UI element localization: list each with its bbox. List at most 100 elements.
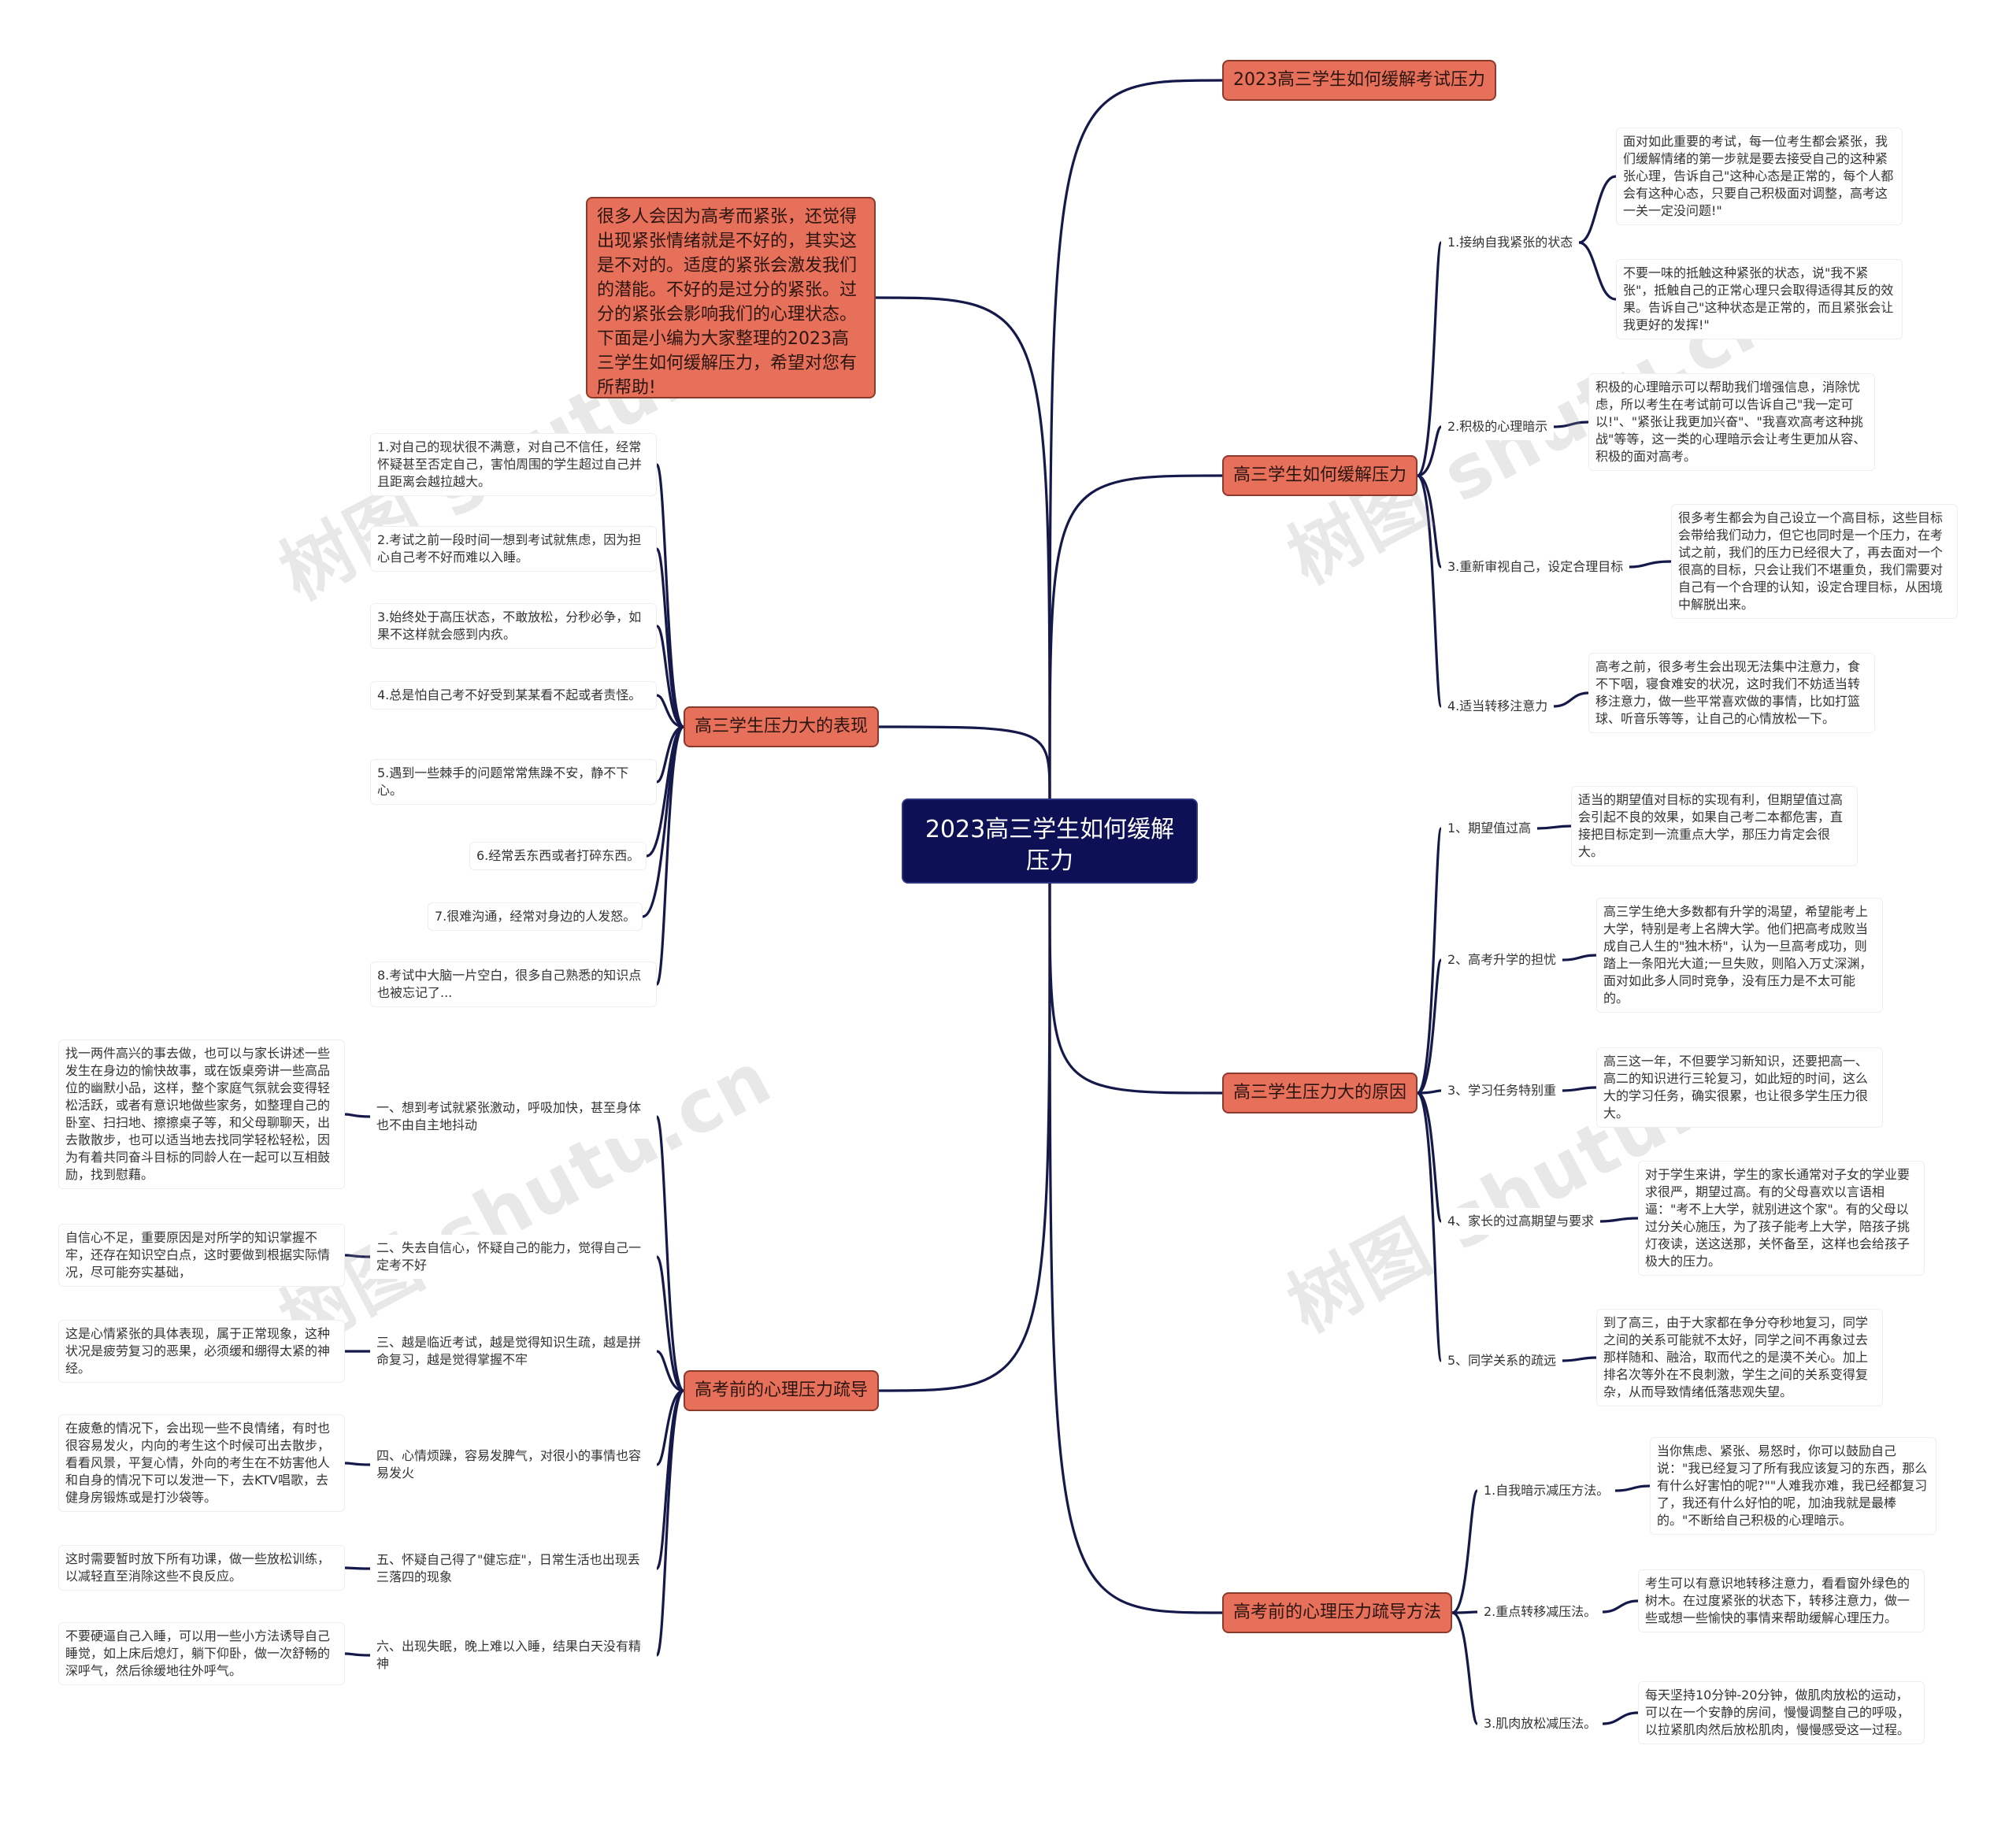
branch-pressure[interactable]: 高考前的心理压力疏导 — [684, 1370, 880, 1411]
link-branch-pressure-pressure-item-2 — [655, 1255, 685, 1392]
link-branch-symptoms-symptom-8 — [655, 725, 685, 986]
symptom-5: 5.遇到一些棘手的问题常常焦躁不安，静不下心。 — [370, 759, 657, 805]
link-relieve-item-1-relieve-leaf-1b — [1577, 241, 1618, 301]
link-branch-pressure-pressure-item-1 — [655, 1115, 685, 1392]
link-branch-relieve-relieve-item-4 — [1416, 474, 1443, 708]
reasons-leaf-5: 到了高三，由于大家都在争分夺秒地复习，同学之间的关系可能就不太好，同学之间不再象… — [1596, 1309, 1883, 1406]
link-root-branch-reasons — [1048, 882, 1224, 1095]
pressure-leaf-4: 在疲惫的情况下，会出现一些不良情绪，有时也很容易发火，内向的考生这个时候可出去散… — [58, 1414, 345, 1512]
reasons-item-2[interactable]: 2、高考升学的担忧 — [1441, 947, 1563, 973]
branch-symptoms[interactable]: 高三学生压力大的表现 — [684, 706, 880, 747]
pressure-item-6[interactable]: 六、出现失眠，晚上难以入睡，结果白天没有精神 — [370, 1633, 657, 1677]
reasons-item-1[interactable]: 1、期望值过高 — [1441, 815, 1538, 842]
branch-relieve[interactable]: 高三学生如何缓解压力 — [1222, 455, 1418, 496]
link-branch-relieve-relieve-item-1 — [1416, 241, 1443, 477]
relieve-leaf-1a: 面对如此重要的考试，每一位考生都会紧张，我们缓解情绪的第一步就是要去接受自己的这… — [1616, 128, 1903, 225]
root-topic[interactable]: 2023高三学生如何缓解压力 — [902, 798, 1198, 884]
link-root-intro-note — [874, 296, 1051, 800]
link-root-branch-exam — [1048, 79, 1224, 800]
methods-leaf-2: 考生可以有意识地转移注意力，看看窗外绿色的树木。在过度紧张的状态下，转移注意力，… — [1638, 1569, 1925, 1632]
link-branch-reasons-reasons-item-3 — [1416, 1089, 1443, 1095]
symptom-6: 6.经常丢东西或者打碎东西。 — [469, 842, 647, 870]
intro-note[interactable]: 很多人会因为高考而紧张，还觉得出现紧张情绪就是不好的，其实这是不对的。适度的紧张… — [586, 197, 876, 398]
link-branch-reasons-reasons-item-1 — [1416, 827, 1443, 1095]
pressure-item-1[interactable]: 一、想到考试就紧张激动，呼吸加快，甚至身体也不由自主地抖动 — [370, 1095, 657, 1139]
methods-leaf-1: 当你焦虑、紧张、易怒时，你可以鼓励自己说："我已经复习了所有我应该复习的东西，那… — [1650, 1437, 1936, 1535]
link-branch-relieve-relieve-item-2 — [1416, 425, 1443, 477]
link-root-branch-relieve — [1048, 474, 1224, 800]
pressure-item-3[interactable]: 三、越是临近考试，越是觉得知识生疏，越是拼命复习，越是觉得掌握不牢 — [370, 1329, 657, 1373]
link-methods-item-2-methods-leaf-2 — [1601, 1599, 1640, 1614]
branch-methods[interactable]: 高考前的心理压力疏导方法 — [1222, 1592, 1453, 1633]
link-root-branch-symptoms — [877, 725, 1051, 800]
link-root-branch-methods — [1048, 882, 1224, 1614]
link-reasons-item-3-reasons-leaf-3 — [1561, 1086, 1598, 1092]
link-branch-reasons-reasons-item-2 — [1416, 958, 1443, 1095]
pressure-leaf-6: 不要硬逼自己入睡，可以用一些小方法诱导自己睡觉，如上床后熄灯，躺下仰卧，做一次舒… — [58, 1622, 345, 1685]
link-reasons-item-5-reasons-leaf-5 — [1561, 1356, 1598, 1362]
reasons-item-4[interactable]: 4、家长的过高期望与要求 — [1441, 1208, 1601, 1235]
reasons-leaf-4: 对于学生来讲，学生的家长通常对子女的学业要求很严，期望过高。有的父母喜欢以言语相… — [1638, 1161, 1925, 1276]
reasons-leaf-3: 高三这一年，不但要学习新知识，还要把高一、高二的知识进行三轮复习，如此短的时间，… — [1596, 1047, 1883, 1128]
relieve-item-2[interactable]: 2.积极的心理暗示 — [1441, 413, 1555, 440]
reasons-item-3[interactable]: 3、学习任务特别重 — [1441, 1077, 1563, 1104]
symptom-1: 1.对自己的现状很不满意，对自己不信任，经常怀疑甚至否定自己，害怕周围的学生超过… — [370, 433, 657, 496]
symptom-3: 3.始终处于高压状态，不敢放松，分秒必争，如果不这样就会感到内疚。 — [370, 603, 657, 649]
reasons-leaf-1: 适当的期望值对目标的实现有利，但期望值过高会引起不良的效果，如果自己考二本都危害… — [1571, 786, 1858, 866]
methods-item-3[interactable]: 3.肌肉放松减压法。 — [1477, 1710, 1603, 1737]
link-methods-item-3-methods-leaf-3 — [1601, 1711, 1640, 1725]
pressure-item-4[interactable]: 四、心情烦躁，容易发脾气，对很小的事情也容易发火 — [370, 1443, 657, 1487]
link-pressure-item-6-pressure-leaf-6 — [343, 1652, 372, 1657]
branch-reasons[interactable]: 高三学生压力大的原因 — [1222, 1073, 1418, 1113]
link-branch-symptoms-symptom-4 — [655, 694, 685, 728]
pressure-item-2[interactable]: 二、失去自信心，怀疑自己的能力，觉得自己一定考不好 — [370, 1235, 657, 1279]
link-branch-reasons-reasons-item-4 — [1416, 1091, 1443, 1223]
link-branch-methods-methods-item-1 — [1451, 1489, 1479, 1614]
link-branch-symptoms-symptom-1 — [655, 463, 685, 728]
pressure-leaf-3: 这是心情紧张的具体表现，属于正常现象，这种状况是疲劳复习的恶果，必须缓和绷得太紧… — [58, 1320, 345, 1383]
link-methods-item-1-methods-leaf-1 — [1614, 1484, 1651, 1492]
link-branch-symptoms-symptom-3 — [655, 624, 685, 728]
pressure-item-5[interactable]: 五、怀疑自己得了"健忘症"，日常生活也出现丢三落四的现象 — [370, 1547, 657, 1591]
link-pressure-item-4-pressure-leaf-4 — [343, 1462, 372, 1466]
relieve-item-3[interactable]: 3.重新审视自己，设定合理目标 — [1441, 554, 1630, 580]
relieve-leaf-3: 很多考生都会为自己设立一个高目标，这些目标会带给我们动力，但它也同时是一个压力，… — [1671, 504, 1958, 619]
branch-exam[interactable]: 2023高三学生如何缓解考试压力 — [1222, 60, 1496, 101]
link-branch-reasons-reasons-item-5 — [1416, 1091, 1443, 1362]
link-reasons-item-1-reasons-leaf-1 — [1536, 824, 1573, 830]
link-pressure-item-2-pressure-leaf-2 — [343, 1254, 372, 1258]
link-branch-methods-methods-item-3 — [1451, 1611, 1479, 1725]
link-reasons-item-2-reasons-leaf-2 — [1561, 954, 1598, 962]
link-branch-symptoms-symptom-2 — [655, 547, 685, 728]
reasons-item-5[interactable]: 5、同学关系的疏远 — [1441, 1347, 1563, 1374]
reasons-leaf-2: 高三学生绝大多数都有升学的渴望，希望能考上大学，特别是考上名牌大学。他们把高考成… — [1596, 898, 1883, 1013]
link-branch-pressure-pressure-item-3 — [655, 1350, 685, 1392]
link-pressure-item-5-pressure-leaf-5 — [343, 1566, 372, 1570]
link-pressure-item-1-pressure-leaf-1 — [343, 1113, 372, 1118]
methods-item-1[interactable]: 1.自我暗示减压方法。 — [1477, 1477, 1616, 1504]
methods-leaf-3: 每天坚持10分钟-20分钟，做肌肉放松的运动，可以在一个安静的房间，慢慢调整自己… — [1638, 1681, 1925, 1744]
relieve-leaf-4: 高考之前，很多考生会出现无法集中注意力，食不下咽，寝食难安的状况，这时我们不妨适… — [1588, 653, 1875, 733]
link-relieve-item-1-relieve-leaf-1a — [1577, 175, 1618, 244]
link-relieve-item-4-relieve-leaf-4 — [1552, 691, 1590, 708]
pressure-leaf-5: 这时需要暂时放下所有功课，做一些放松训练，以减轻直至消除这些不良反应。 — [58, 1545, 345, 1591]
symptom-2: 2.考试之前一段时间一想到考试就焦虑，因为担心自己考不好而难以入睡。 — [370, 526, 657, 572]
symptom-4: 4.总是怕自己考不好受到某某看不起或者责怪。 — [370, 681, 657, 710]
methods-item-2[interactable]: 2.重点转移减压法。 — [1477, 1599, 1603, 1625]
link-reasons-item-4-reasons-leaf-4 — [1599, 1217, 1640, 1223]
link-root-branch-pressure — [877, 882, 1051, 1392]
link-relieve-item-2-relieve-leaf-2 — [1552, 421, 1590, 428]
symptom-7: 7.很难沟通，经常对身边的人发怒。 — [428, 902, 643, 931]
relieve-item-4[interactable]: 4.适当转移注意力 — [1441, 693, 1555, 720]
link-branch-pressure-pressure-item-4 — [655, 1389, 685, 1466]
relieve-item-1[interactable]: 1.接纳自我紧张的状态 — [1441, 229, 1580, 256]
link-branch-methods-methods-item-2 — [1451, 1610, 1479, 1614]
pressure-leaf-2: 自信心不足，重要原因是对所学的知识掌握不牢，还存在知识空白点，这时要做到根据实际… — [58, 1224, 345, 1287]
relieve-leaf-2: 积极的心理暗示可以帮助我们增强信息，消除忧虑，所以考生在考试前可以告诉自己"我一… — [1588, 373, 1875, 471]
symptom-8: 8.考试中大脑一片空白，很多自己熟悉的知识点也被忘记了... — [370, 962, 657, 1007]
link-relieve-item-3-relieve-leaf-3 — [1628, 560, 1673, 569]
pressure-leaf-1: 找一两件高兴的事去做，也可以与家长讲述一些发生在身边的愉快故事，或在饭桌旁讲一些… — [58, 1039, 345, 1189]
relieve-leaf-1b: 不要一味的抵触这种紧张的状态，说"我不紧张"，抵触自己的正常心理只会取得适得其反… — [1616, 259, 1903, 339]
